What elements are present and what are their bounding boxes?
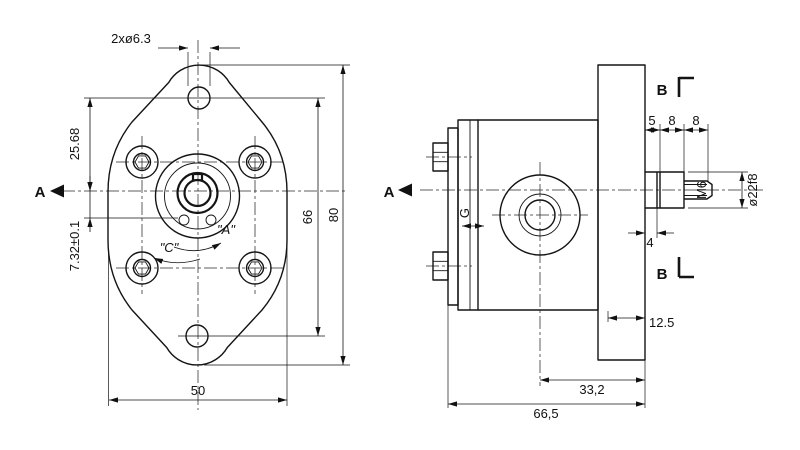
dim-4: 4 <box>646 235 653 250</box>
dim-25-68: 25.68 <box>67 128 82 161</box>
section-line-b-bottom <box>677 257 694 279</box>
front-centerlines <box>62 40 346 410</box>
dim-8b: 8 <box>692 113 699 128</box>
pin-hole <box>205 214 217 226</box>
dim-80: 80 <box>326 208 341 222</box>
rotation-arrow-c <box>153 257 201 264</box>
dim-66: 66 <box>300 210 315 224</box>
rotation-label-c: "C" <box>160 240 180 255</box>
port-outer-circle <box>499 174 581 256</box>
port-label: G <box>457 208 472 218</box>
front-view: 2xø6.3 25.68 7.32±0.1 66 80 50 A "A" "C" <box>35 31 350 410</box>
hole-callout: 2xø6.3 <box>111 31 151 46</box>
drive-shaft <box>644 171 713 209</box>
shaft-circle <box>183 178 212 208</box>
dim-12-5: 12.5 <box>649 315 674 330</box>
thread-core-lines <box>684 184 707 196</box>
dim-33-2: 33,2 <box>579 382 604 397</box>
thread-callout: M6 <box>694 181 709 199</box>
view-direction-arrow <box>50 184 64 198</box>
pilot-boss-circle <box>154 153 241 239</box>
boss-inner-circle <box>164 162 231 230</box>
view-label-a: A <box>35 184 46 201</box>
rotation-arrow-a <box>173 242 222 252</box>
dim-8a: 8 <box>668 113 675 128</box>
view-direction-arrow <box>398 183 412 197</box>
section-line-b-top <box>677 76 694 97</box>
dim-7-32: 7.32±0.1 <box>67 221 82 272</box>
dim-5: 5 <box>648 113 655 128</box>
flange-outline <box>107 64 288 366</box>
hex-nut <box>432 142 449 172</box>
front-cover-plate <box>447 127 459 306</box>
side-centerlines <box>420 156 764 386</box>
front-extension-lines <box>84 52 350 406</box>
port-mid-circle <box>518 193 562 237</box>
rotation-label-a: "A" <box>217 222 236 237</box>
side-view: A B B 5 8 8 M6 ø22f8 4 12.5 33,2 66,5 G <box>384 64 764 421</box>
mounting-flange <box>597 64 646 361</box>
pin-hole <box>178 214 190 226</box>
shaft-dia-callout: ø22f8 <box>745 173 760 206</box>
section-label-b-top: B <box>657 82 668 99</box>
keyway <box>191 172 204 181</box>
dim-50: 50 <box>191 383 205 398</box>
section-label-b-bottom: B <box>657 266 668 283</box>
dim-66-5: 66,5 <box>533 406 558 421</box>
view-label-a: A <box>384 184 395 201</box>
hex-nut <box>432 251 449 281</box>
port-bore-circle <box>524 199 556 231</box>
